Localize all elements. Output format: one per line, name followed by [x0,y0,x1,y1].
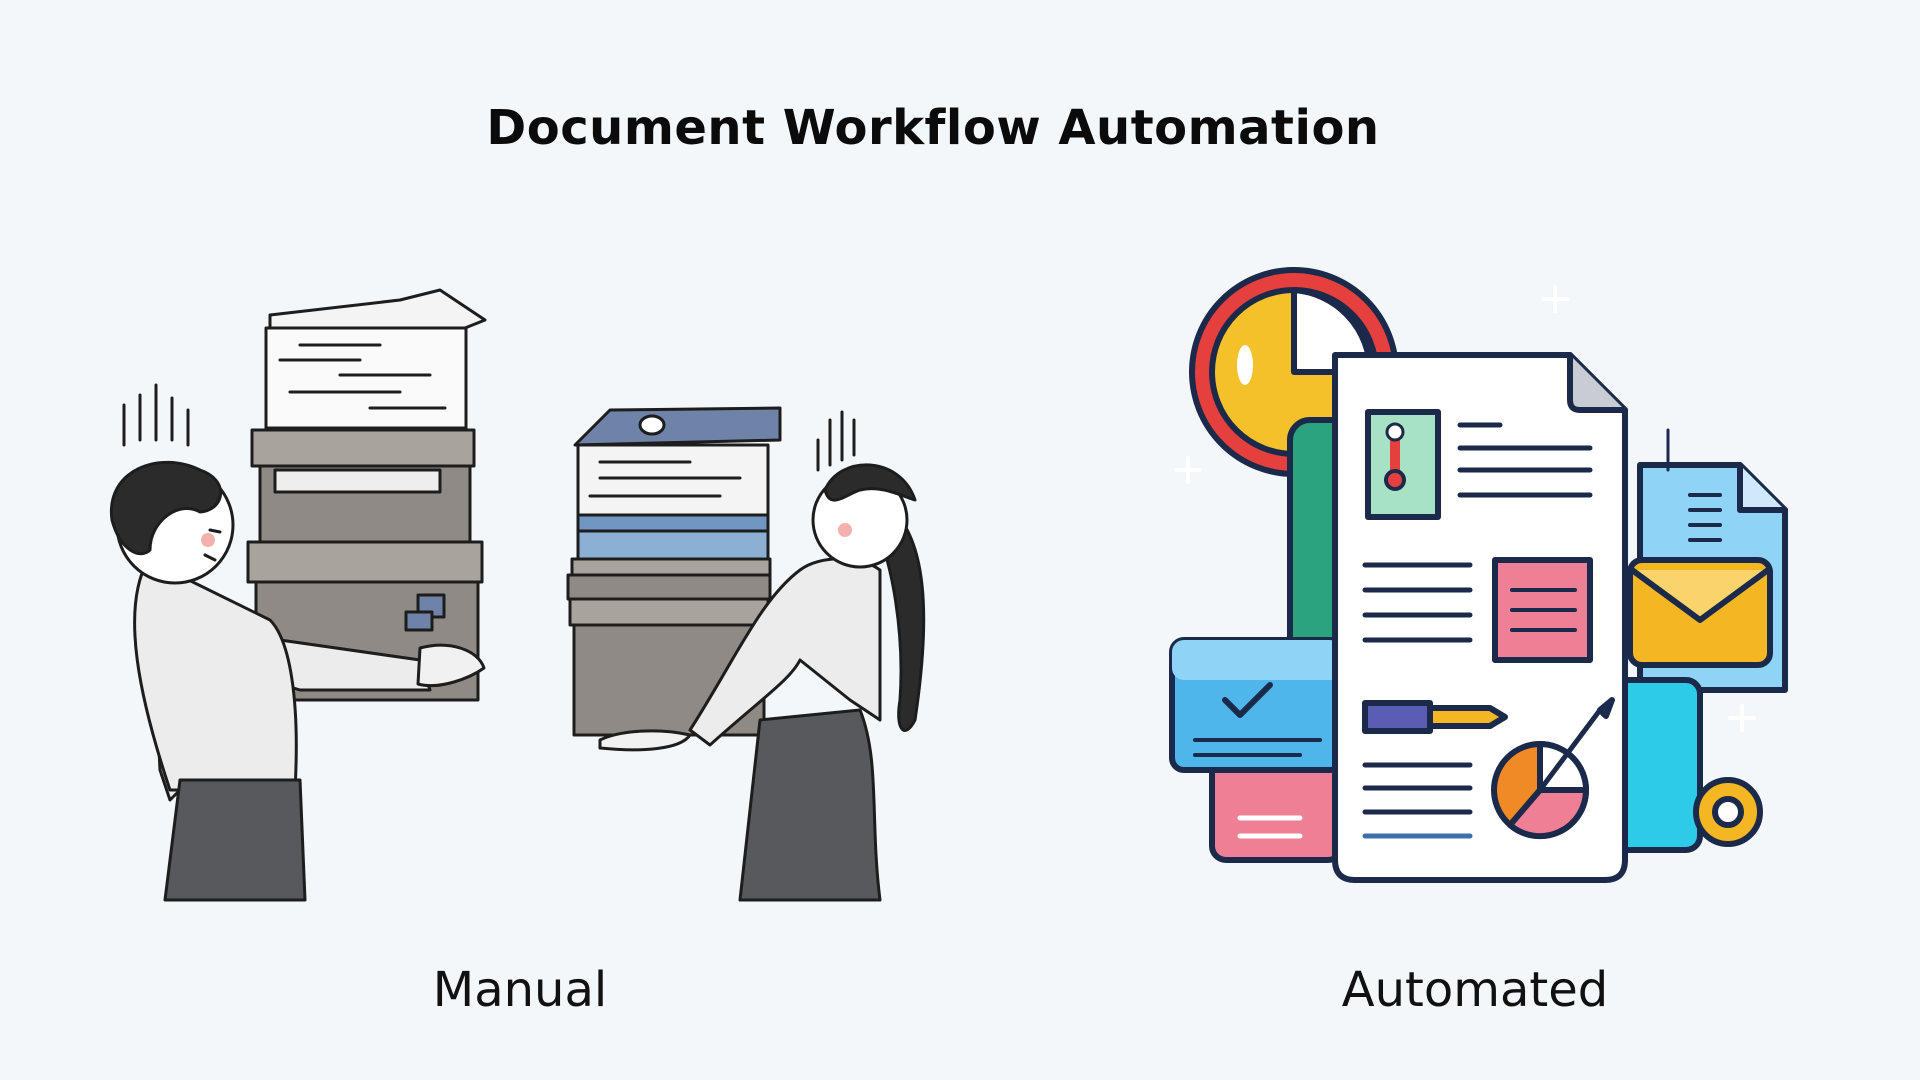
checklist-card-icon [1169,637,1345,773]
sparkle-icons [1174,285,1756,732]
man-figure [109,460,486,902]
automated-illustration [1169,267,1788,883]
main-document-icon [1332,352,1628,883]
paper-stack-man [264,288,487,430]
manual-caption: Manual [432,962,608,1018]
woman-figure [598,463,926,902]
binder-stack-woman [566,406,782,737]
ring-icon [1693,777,1763,847]
manual-illustration [109,288,926,902]
stress-lines-woman [816,410,856,472]
stress-lines-man [122,383,190,447]
envelope-icon [1627,557,1773,668]
automated-caption: Automated [1341,962,1609,1018]
page-title: Document Workflow Automation [486,100,1380,156]
